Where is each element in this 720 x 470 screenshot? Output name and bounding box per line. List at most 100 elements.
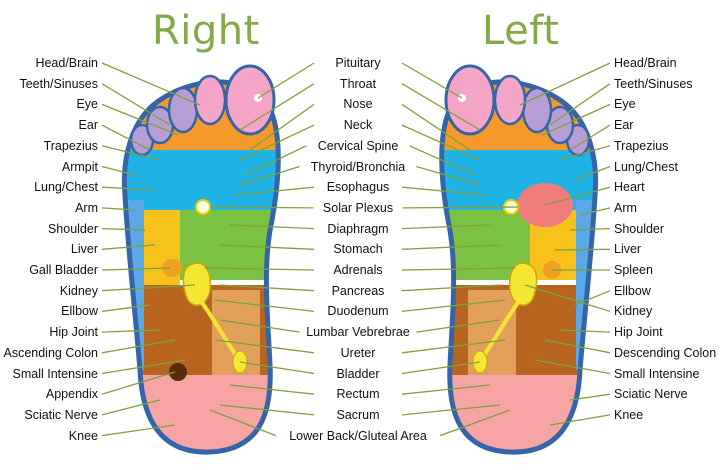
leader-center-right-19	[439, 409, 511, 437]
leader-right-11	[101, 267, 171, 271]
label-right-5: Trapezius	[43, 138, 98, 153]
leader-center-left-19	[209, 409, 277, 437]
label-right-6: Armpit	[61, 159, 98, 174]
leader-right-7	[101, 186, 156, 191]
leader-center-right-8	[402, 206, 519, 209]
label-center-13: Duodenum	[327, 304, 389, 319]
leader-right-2	[101, 83, 171, 126]
leader-center-right-16	[401, 361, 481, 375]
leader-center-left-2	[239, 83, 315, 131]
leader-center-right-7	[401, 186, 486, 196]
leader-center-left-18	[219, 404, 315, 416]
leader-left-5	[559, 145, 611, 161]
label-center-9: Diaphragm	[327, 221, 389, 236]
kidney-right	[182, 262, 212, 306]
label-left-1: Head/Brain	[614, 56, 677, 70]
label-right-8: Arm	[75, 200, 98, 215]
leader-right-15	[101, 339, 176, 354]
label-left-9: Shoulder	[614, 221, 665, 236]
leader-left-3	[541, 103, 611, 136]
leader-left-18	[549, 414, 611, 426]
label-center-3: Nose	[343, 97, 373, 112]
label-right-12: Kidney	[59, 283, 98, 298]
leader-center-left-15	[214, 339, 315, 354]
label-right-17: Appendix	[45, 387, 98, 402]
label-left-13: Kidney	[614, 304, 653, 319]
leader-left-17	[569, 393, 611, 401]
leader-center-left-8	[209, 206, 314, 209]
ureter-right	[198, 298, 240, 360]
label-center-2: Throat	[339, 76, 377, 91]
leader-center-right-5	[409, 145, 476, 176]
leader-center-right-15	[401, 339, 506, 354]
leader-center-left-9	[229, 224, 315, 230]
ureter-left	[480, 298, 522, 360]
leader-right-13	[101, 304, 151, 313]
leader-right-19	[101, 424, 176, 437]
leader-center-left-16	[239, 361, 315, 375]
leader-center-right-13	[401, 299, 506, 313]
label-left-8: Arm	[614, 200, 637, 215]
leader-right-14	[101, 329, 161, 333]
leader-left-9	[569, 227, 611, 231]
label-left-4: Ear	[614, 118, 634, 133]
label-right-13: Ellbow	[61, 304, 98, 319]
label-left-14: Hip Joint	[614, 325, 663, 340]
label-center-7: Esophagus	[326, 180, 390, 195]
leader-right-4	[101, 124, 151, 151]
leader-center-left-4	[239, 124, 315, 161]
leader-left-16	[534, 359, 611, 375]
label-left-2: Teeth/Sinuses	[614, 76, 693, 91]
leader-center-right-14	[416, 319, 501, 333]
leader-center-right-1	[401, 62, 463, 99]
label-center-5: Cervical Spine	[317, 138, 399, 153]
leader-left-8	[579, 207, 611, 216]
label-center-1: Pituitary	[335, 56, 381, 70]
middle-toe-left	[521, 86, 553, 134]
leader-left-14	[559, 329, 611, 333]
label-left-10: Liver	[614, 242, 642, 257]
label-right-1: Head/Brain	[35, 56, 98, 70]
label-right-18: Sciatic Nerve	[24, 407, 98, 422]
label-center-4: Neck	[343, 118, 373, 133]
leader-left-6	[574, 165, 611, 181]
leader-center-left-17	[229, 384, 315, 395]
label-center-12: Pancreas	[331, 283, 385, 298]
leader-right-16	[101, 359, 186, 375]
appendix-right	[169, 363, 187, 381]
leader-center-left-1	[257, 62, 315, 99]
label-right-4: Ear	[78, 118, 98, 133]
leader-center-left-7	[234, 186, 315, 196]
label-right-10: Liver	[70, 242, 98, 257]
label-center-14: Lumbar Vebrebrae	[306, 325, 410, 340]
label-right-19: Knee	[68, 428, 98, 443]
leader-left-1	[519, 62, 611, 106]
leader-left-15	[544, 339, 611, 354]
leader-center-left-12	[219, 284, 315, 292]
label-right-2: Teeth/Sinuses	[19, 76, 98, 91]
label-left-3: Eye	[614, 97, 636, 112]
label-left-15: Descending Colon	[614, 345, 717, 360]
label-left-6: Lung/Chest	[614, 159, 678, 174]
leader-left-7	[544, 186, 611, 206]
label-left-11: Spleen	[614, 263, 653, 277]
leader-center-right-18	[401, 404, 501, 416]
label-center-16: Bladder	[336, 366, 380, 381]
leader-right-12	[101, 284, 196, 292]
label-right-11: Gall Bladder	[29, 263, 98, 277]
label-center-10: Stomach	[333, 242, 383, 257]
label-right-3: Eye	[76, 97, 98, 112]
leader-left-10	[554, 248, 611, 251]
leader-right-17	[101, 371, 176, 395]
leader-left-2	[549, 83, 611, 126]
leader-left-13	[524, 284, 611, 313]
label-right-9: Shoulder	[47, 221, 98, 236]
leader-center-left-6	[239, 165, 300, 186]
leader-left-4	[569, 124, 611, 151]
solar-plexus-right	[195, 199, 211, 215]
second-toe-left	[493, 74, 527, 126]
label-center-6: Thyroid/Bronchia	[310, 159, 406, 174]
leader-center-right-11	[401, 267, 516, 271]
leader-center-right-4	[401, 124, 481, 161]
